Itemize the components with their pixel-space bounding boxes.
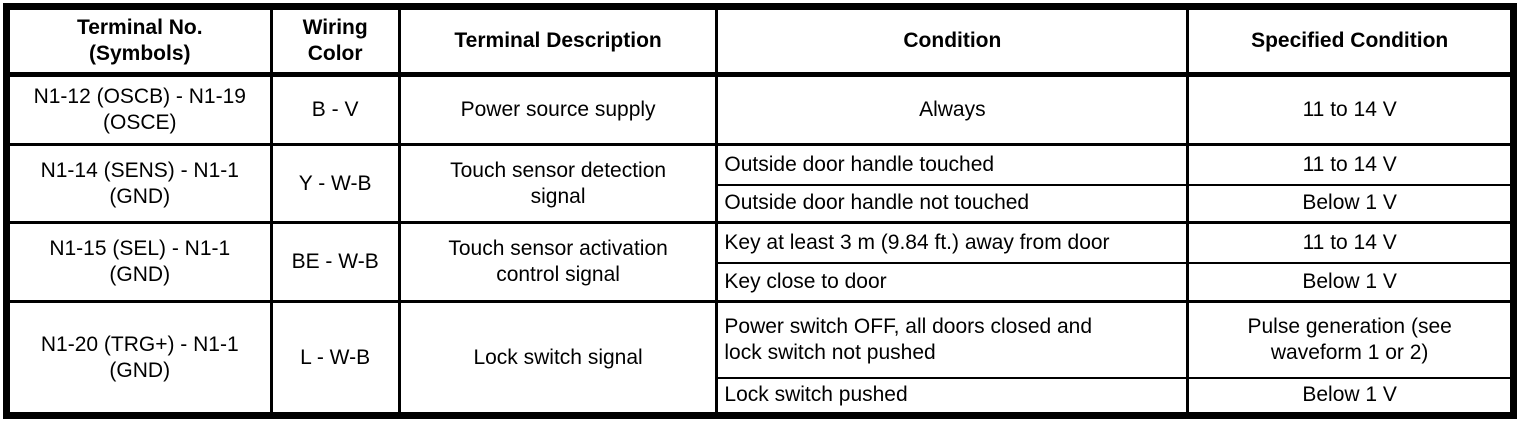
header-condition: Condition — [715, 5, 1190, 77]
table-row: Outside door handle not touched Below 1 … — [7, 183, 1515, 224]
terminal-inspection-table: Terminal No. (Symbols) Wiring Color Term… — [3, 3, 1517, 419]
wiring-color-cell: B - V — [269, 73, 401, 146]
wiring-color-cell: BE - W-B — [269, 221, 401, 303]
header-row: Terminal No. (Symbols) Wiring Color Term… — [5, 5, 1515, 77]
specified-condition-cell: Pulse generation (see waveform 1 or 2) — [1186, 300, 1515, 379]
terminal-cell: N1-12 (OSCB) - N1-19 (OSCE) — [5, 73, 273, 146]
condition-cell: Always — [715, 73, 1190, 146]
header-wiring-color: Wiring Color — [269, 5, 401, 77]
specified-condition-cell: Below 1 V — [1186, 376, 1515, 417]
condition-cell: Key at least 3 m (9.84 ft.) away from do… — [715, 221, 1190, 264]
condition-cell: Power switch OFF, all doors closed and l… — [715, 300, 1190, 379]
terminal-cell: N1-15 (SEL) - N1-1 (GND) — [5, 221, 273, 303]
specified-condition-cell: 11 to 14 V — [1186, 143, 1515, 186]
table-row: N1-15 (SEL) - N1-1 (GND) BE - W-B Touch … — [5, 221, 1515, 303]
description-cell: Touch sensor activation control signal — [397, 221, 719, 303]
description-cell: Touch sensor detection signal — [397, 143, 719, 224]
table-row: N1-12 (OSCB) - N1-19 (OSCE) B - V Power … — [5, 73, 1515, 146]
table-row: N1-14 (SENS) - N1-1 (GND) Y - W-B Touch … — [5, 143, 1515, 224]
wiring-color-cell: L - W-B — [269, 300, 401, 417]
condition-cell: Outside door handle touched — [715, 143, 1190, 186]
wiring-color-cell: Y - W-B — [269, 143, 401, 224]
header-specified-condition: Specified Condition — [1186, 5, 1515, 77]
terminal-spec-page: Terminal No. (Symbols) Wiring Color Term… — [0, 3, 1520, 445]
table-row: Lock switch pushed Below 1 V — [7, 376, 1515, 417]
condition-cell: Lock switch pushed — [715, 376, 1190, 417]
header-terminal-no: Terminal No. (Symbols) — [5, 5, 273, 77]
table-row: N1-20 (TRG+) - N1-1 (GND) L - W-B Lock s… — [5, 300, 1515, 417]
table-row: Key close to door Below 1 V — [7, 261, 1515, 303]
header-terminal-description: Terminal Description — [397, 5, 719, 77]
condition-cell: Key close to door — [715, 261, 1190, 303]
condition-cell: Outside door handle not touched — [715, 183, 1190, 224]
specified-condition-cell: 11 to 14 V — [1186, 73, 1515, 146]
specified-condition-cell: Below 1 V — [1186, 261, 1515, 303]
terminal-cell: N1-14 (SENS) - N1-1 (GND) — [5, 143, 273, 224]
specified-condition-cell: 11 to 14 V — [1186, 221, 1515, 264]
specified-condition-cell: Below 1 V — [1186, 183, 1515, 224]
terminal-cell: N1-20 (TRG+) - N1-1 (GND) — [5, 300, 273, 417]
description-cell: Lock switch signal — [397, 300, 719, 417]
description-cell: Power source supply — [397, 73, 719, 146]
